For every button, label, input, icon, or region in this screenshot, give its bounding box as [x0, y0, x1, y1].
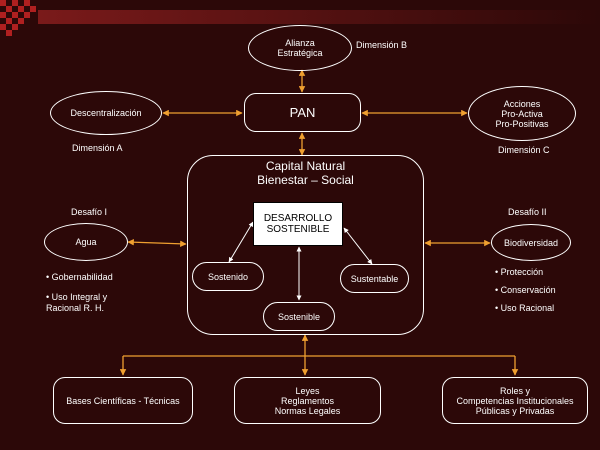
- descentralizacion-label: Descentralización: [70, 108, 142, 118]
- arrow-desarrollo-sustentable: [343, 227, 373, 265]
- roles-node: Roles y Competencias Institucionales Púb…: [442, 377, 588, 424]
- arrow-agua-capital: [127, 238, 187, 248]
- right-list-item-3: • Uso Racional: [495, 303, 555, 313]
- bases-cientificas-node: Bases Científicas - Técnicas: [53, 377, 193, 424]
- capital-natural-container: [187, 155, 424, 335]
- agua-label: Agua: [75, 237, 97, 247]
- sostenido-node: Sostenido: [192, 262, 264, 291]
- roles-line-3: Públicas y Privadas: [475, 405, 555, 416]
- descentralizacion-node: Descentralización: [50, 91, 162, 135]
- roles-line-1: Roles y: [499, 385, 530, 396]
- capital-line-2: Bienestar – Social: [257, 172, 354, 187]
- desarrollo-sostenible-node: DESARROLLO SOSTENIBLE: [253, 202, 343, 246]
- alianza-line-2: Estratégica: [277, 48, 323, 58]
- dimension-a-label: Dimensión A: [72, 143, 123, 153]
- right-list-item-1: • Protección: [495, 267, 544, 277]
- sustentable-label: Sustentable: [350, 273, 399, 284]
- leyes-line-1: Leyes: [295, 385, 320, 396]
- biodiversidad-label: Biodiversidad: [503, 237, 559, 248]
- leyes-line-3: Normas Legales: [274, 405, 341, 416]
- sostenible-node: Sostenible: [263, 302, 335, 331]
- sostenible-label: Sostenible: [277, 311, 321, 322]
- left-list-item-3: Racional R. H.: [46, 303, 105, 313]
- decorative-checker-pattern: [0, 0, 600, 36]
- desarrollo-line-2: SOSTENIBLE: [266, 224, 330, 235]
- arrow-desarrollo-sostenido: [228, 221, 254, 263]
- dimension-b-label: Dimensión B: [356, 40, 408, 50]
- capital-line-1: Capital Natural: [265, 159, 346, 173]
- alianza-estrategica-node: Alianza Estratégica: [248, 25, 352, 71]
- bases-label: Bases Científicas - Técnicas: [66, 395, 180, 406]
- sustentable-node: Sustentable: [340, 264, 409, 293]
- right-list-item-2: • Conservación: [495, 285, 556, 295]
- dimension-c-label: Dimensión C: [498, 145, 550, 155]
- acciones-line-1: Acciones: [503, 98, 541, 109]
- acciones-line-3: Pro-Positivas: [495, 118, 549, 129]
- desafio-2-label: Desafío II: [508, 207, 547, 217]
- desafio-1-label: Desafío I: [71, 207, 108, 217]
- agua-node: Agua: [44, 223, 128, 261]
- left-list-item-1: • Gobernabilidad: [46, 272, 113, 282]
- leyes-node: Leyes Reglamentos Normas Legales: [234, 377, 381, 424]
- desarrollo-line-1: DESARROLLO: [263, 213, 333, 224]
- alianza-line-1: Alianza: [285, 38, 315, 48]
- acciones-node: Acciones Pro-Activa Pro-Positivas: [468, 86, 576, 141]
- acciones-line-2: Pro-Activa: [501, 108, 543, 119]
- leyes-line-2: Reglamentos: [280, 395, 335, 406]
- left-list-item-2: • Uso Integral y: [46, 292, 108, 302]
- pan-label: PAN: [289, 105, 316, 120]
- pan-node: PAN: [244, 93, 361, 132]
- biodiversidad-node: Biodiversidad: [491, 224, 571, 261]
- capital-natural-title: Capital Natural Bienestar – Social: [187, 159, 424, 188]
- sostenido-label: Sostenido: [207, 271, 249, 282]
- roles-line-2: Competencias Institucionales: [456, 395, 574, 406]
